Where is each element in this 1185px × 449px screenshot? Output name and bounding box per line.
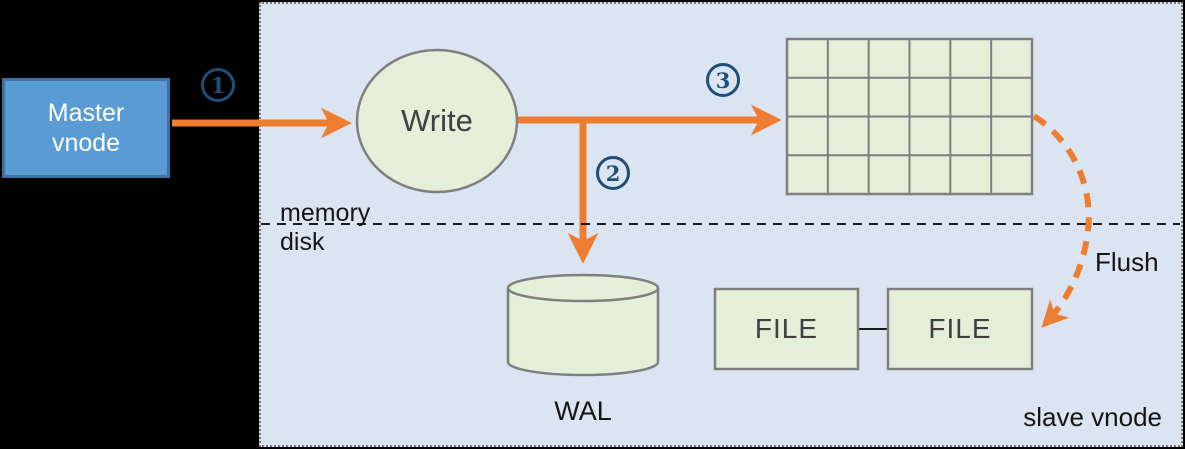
- memory-table-grid-lines: [787, 39, 1032, 194]
- file-left-label: FILE: [754, 313, 819, 344]
- master-vnode-label: Master vnode: [47, 98, 125, 158]
- step3-badge: 3: [706, 63, 740, 97]
- step2-number: 2: [605, 160, 621, 186]
- slave-vnode-label: slave vnode: [1023, 402, 1162, 432]
- step1-badge: 1: [201, 68, 235, 102]
- file-right-label: FILE: [928, 313, 992, 344]
- file-box-right: [886, 287, 1034, 371]
- step2-badge: 2: [596, 156, 630, 190]
- master-vnode-box: Master vnode: [2, 78, 170, 178]
- file-box-left: [713, 287, 860, 371]
- step1-number: 1: [210, 72, 226, 98]
- wal-cylinder-top: [506, 273, 660, 303]
- write-label: Write: [401, 103, 473, 138]
- disk-label: disk: [280, 228, 325, 256]
- wal-cylinder-body: [506, 288, 660, 377]
- wal-label: WAL: [554, 396, 612, 426]
- flush-label: Flush: [1095, 247, 1159, 277]
- write-circle: [355, 48, 519, 194]
- memory-table: [785, 37, 1034, 196]
- memory-label: memory: [280, 199, 371, 227]
- step3-number: 3: [715, 67, 731, 93]
- arrow-flush: [1032, 113, 1092, 328]
- wal-cylinder: [506, 273, 660, 377]
